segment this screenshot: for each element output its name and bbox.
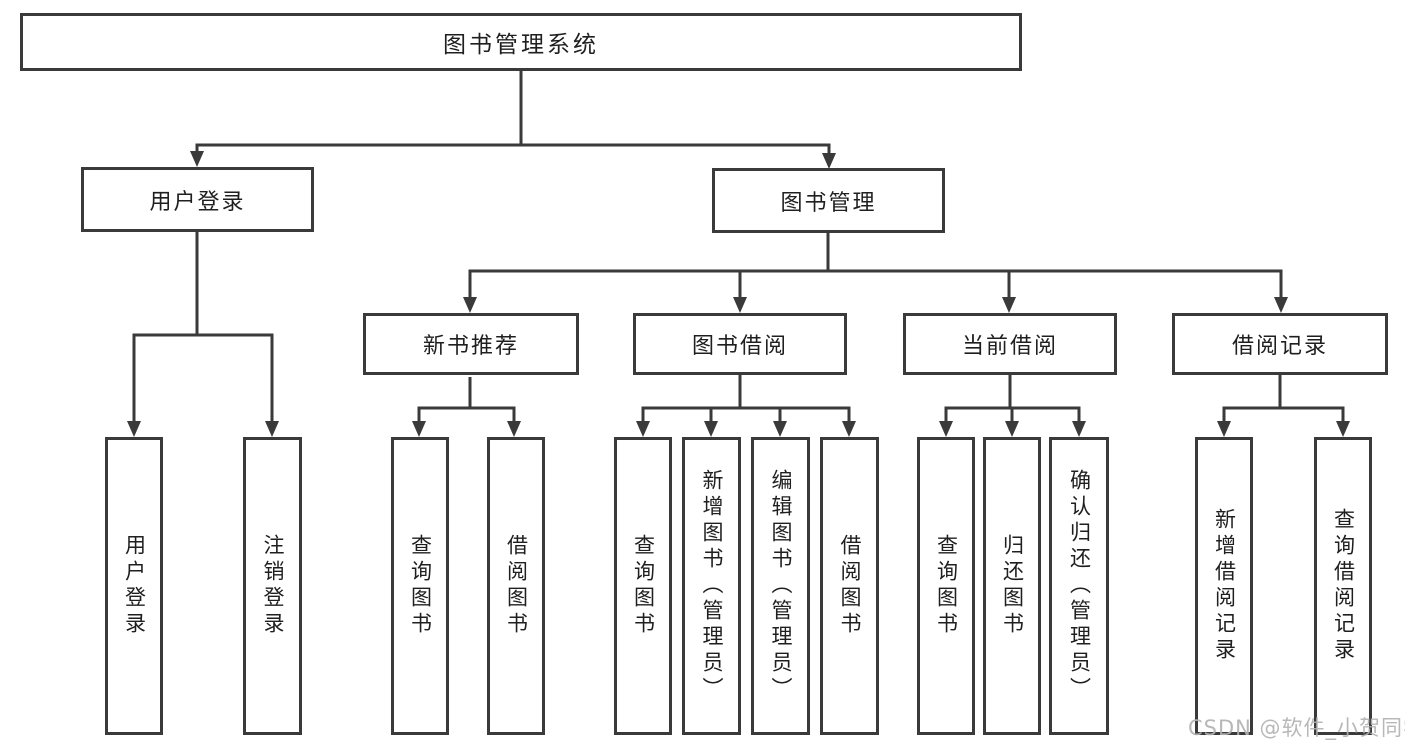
- connector-current-borrow-children: [939, 374, 1086, 437]
- node-leaf-user-login: 用户登录: [105, 437, 163, 735]
- node-leaf-logout: 注销登录: [243, 437, 302, 735]
- connector-book-mgmt-to-level3: [463, 233, 1288, 313]
- connector-borrow-record-children: [1217, 375, 1350, 437]
- node-current-borrow: 当前借阅: [903, 313, 1117, 375]
- connector-new-book-children: [412, 377, 521, 437]
- csdn-watermark: CSDN @软件_小贺同学: [1188, 716, 1405, 740]
- node-leaf-edit-book-admin: 编辑图书（管理员）: [751, 437, 810, 735]
- connector-root-to-level2: [190, 71, 836, 169]
- node-leaf-query-borrow-record: 查询借阅记录: [1314, 437, 1372, 735]
- node-user-login: 用户登录: [81, 167, 314, 232]
- node-leaf-query-book-recommend: 查询图书: [391, 437, 449, 735]
- node-root-library-system: 图书管理系统: [20, 13, 1022, 71]
- connector-user-login-children: [127, 232, 279, 437]
- node-leaf-query-book-borrow: 查询图书: [614, 437, 672, 735]
- node-leaf-confirm-return-admin: 确认归还（管理员）: [1049, 437, 1109, 735]
- node-leaf-borrow-book: 借阅图书: [820, 437, 879, 735]
- node-leaf-query-book-current: 查询图书: [917, 437, 975, 735]
- node-leaf-return-book: 归还图书: [983, 437, 1041, 735]
- node-leaf-borrow-book-recommend: 借阅图书: [487, 437, 545, 735]
- node-leaf-add-book-admin: 新增图书（管理员）: [682, 437, 741, 735]
- connector-book-borrow-children: [636, 374, 856, 437]
- node-book-borrow: 图书借阅: [633, 313, 847, 375]
- node-leaf-add-borrow-record: 新增借阅记录: [1195, 437, 1253, 735]
- node-new-book-recommend: 新书推荐: [363, 313, 579, 375]
- node-borrow-record: 借阅记录: [1172, 313, 1388, 375]
- node-book-management: 图书管理: [712, 168, 945, 233]
